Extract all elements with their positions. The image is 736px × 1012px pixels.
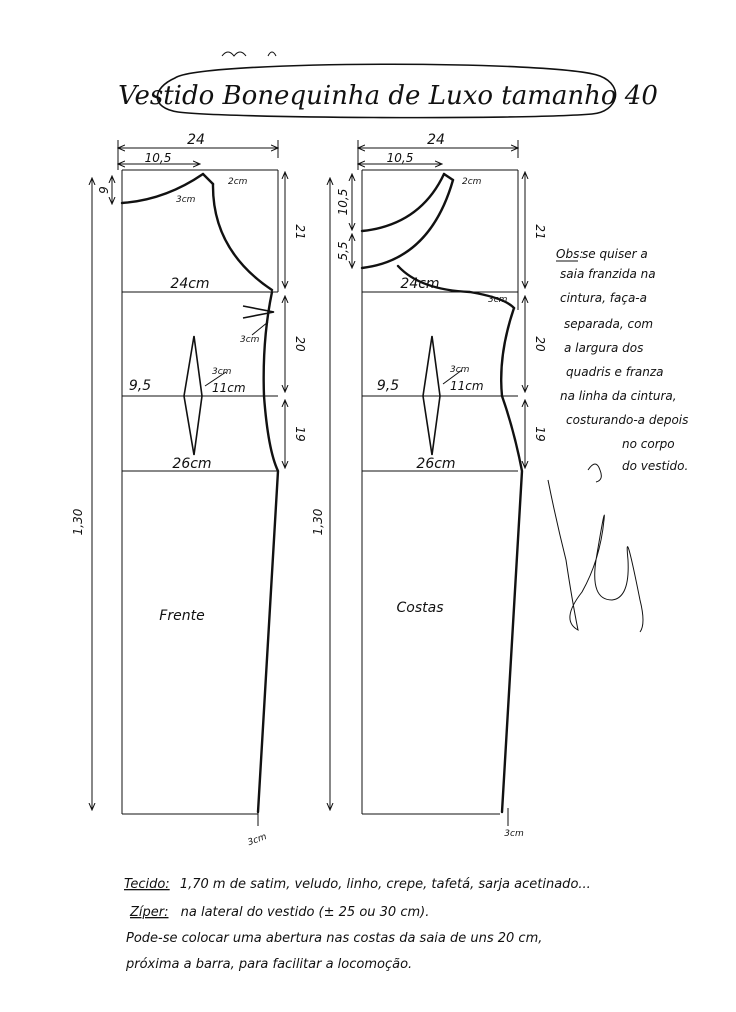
obs-line: costurando-a depois bbox=[566, 413, 688, 427]
signature bbox=[547, 463, 644, 633]
front-length-mid: 20 bbox=[293, 336, 307, 352]
front-hem-mark: 3cm bbox=[246, 832, 268, 848]
back-width-top: 24 bbox=[427, 132, 445, 148]
front-dart-height: 11cm bbox=[212, 381, 246, 395]
obs-line: na linha da cintura, bbox=[560, 389, 677, 403]
back-hip-line: 26cm bbox=[416, 456, 455, 472]
front-neck-mark: 3cm bbox=[176, 195, 196, 205]
front-neck-depth: 9 bbox=[97, 186, 111, 194]
back-shoulder-drop: 2cm bbox=[462, 177, 482, 187]
footer-line-3: Pode-se colocar uma abertura nas costas … bbox=[126, 931, 542, 946]
back-length-mid: 20 bbox=[533, 336, 547, 352]
tecido-text: 1,70 m de satim, veludo, linho, crepe, t… bbox=[180, 877, 591, 892]
back-length-top: 21 bbox=[533, 224, 547, 239]
ziper-text: na lateral do vestido (± 25 ou 30 cm). bbox=[181, 905, 430, 920]
obs-line: saia franzida na bbox=[560, 267, 656, 281]
front-dart-width: 3cm bbox=[212, 367, 232, 377]
obs-line: se quiser a bbox=[582, 247, 648, 261]
front-width-top: 24 bbox=[187, 132, 205, 148]
ziper-label: Zíper: bbox=[129, 905, 169, 920]
obs-line: separada, com bbox=[564, 317, 653, 331]
front-total-length: 1,30 bbox=[71, 508, 85, 535]
back-dart-height: 11cm bbox=[450, 379, 484, 393]
obs-line: quadris e franza bbox=[566, 365, 664, 379]
back-total-length: 1,30 bbox=[311, 508, 325, 535]
obs-line: no corpo bbox=[622, 437, 675, 451]
title-banner: Vestido Bonequinha de Luxo tamanho 40 bbox=[118, 51, 658, 119]
footer-line-4: próxima a barra, para facilitar a locomo… bbox=[125, 957, 412, 972]
obs-note: Obs: se quiser a saia franzida na cintur… bbox=[556, 247, 688, 473]
tecido-label: Tecido: bbox=[124, 877, 170, 892]
back-hem-mark: 3cm bbox=[504, 829, 524, 839]
obs-line: do vestido. bbox=[622, 459, 688, 473]
front-panel: 24 10,5 9 2cm 3cm 24cm 3cm 21 20 19 9,5 … bbox=[71, 132, 307, 848]
back-bust-line: 24cm bbox=[400, 276, 439, 292]
back-neck-depth: 10,5 bbox=[336, 189, 350, 216]
front-neck-width: 10,5 bbox=[145, 151, 172, 165]
front-bust-line: 24cm bbox=[170, 276, 209, 292]
back-neck-depth-2: 5,5 bbox=[336, 241, 350, 260]
front-panel-label: Frente bbox=[159, 608, 204, 624]
back-neck-width: 10,5 bbox=[387, 151, 414, 165]
back-armhole-mark: 3cm bbox=[488, 295, 508, 305]
front-waist-offset: 9,5 bbox=[129, 378, 151, 394]
obs-line: a largura dos bbox=[564, 341, 643, 355]
front-dart-side: 3cm bbox=[240, 335, 260, 345]
page-title: Vestido Bonequinha de Luxo tamanho 40 bbox=[118, 81, 658, 111]
back-panel-label: Costas bbox=[397, 600, 444, 616]
front-hip-line: 26cm bbox=[172, 456, 211, 472]
obs-label: Obs: bbox=[556, 247, 583, 261]
obs-line: cintura, faça-a bbox=[560, 291, 647, 305]
footer-notes: Tecido: 1,70 m de satim, veludo, linho, … bbox=[124, 877, 591, 972]
back-length-hip: 19 bbox=[533, 426, 547, 441]
svg-text:Zíper: na lateral do ves: Zíper: na lateral do vestido (± 25 ou 30… bbox=[129, 905, 429, 920]
back-dart-width: 3cm bbox=[450, 365, 470, 375]
front-shoulder-drop: 2cm bbox=[228, 177, 248, 187]
back-panel: 24 10,5 10,5 5,5 2cm 24cm 3cm 21 20 19 9… bbox=[311, 132, 547, 839]
front-length-top: 21 bbox=[293, 224, 307, 239]
back-waist-offset: 9,5 bbox=[377, 378, 399, 394]
front-length-hip: 19 bbox=[293, 426, 307, 441]
svg-text:Tecido: 1,70 m de satim,: Tecido: 1,70 m de satim, veludo, linho, … bbox=[124, 877, 591, 892]
